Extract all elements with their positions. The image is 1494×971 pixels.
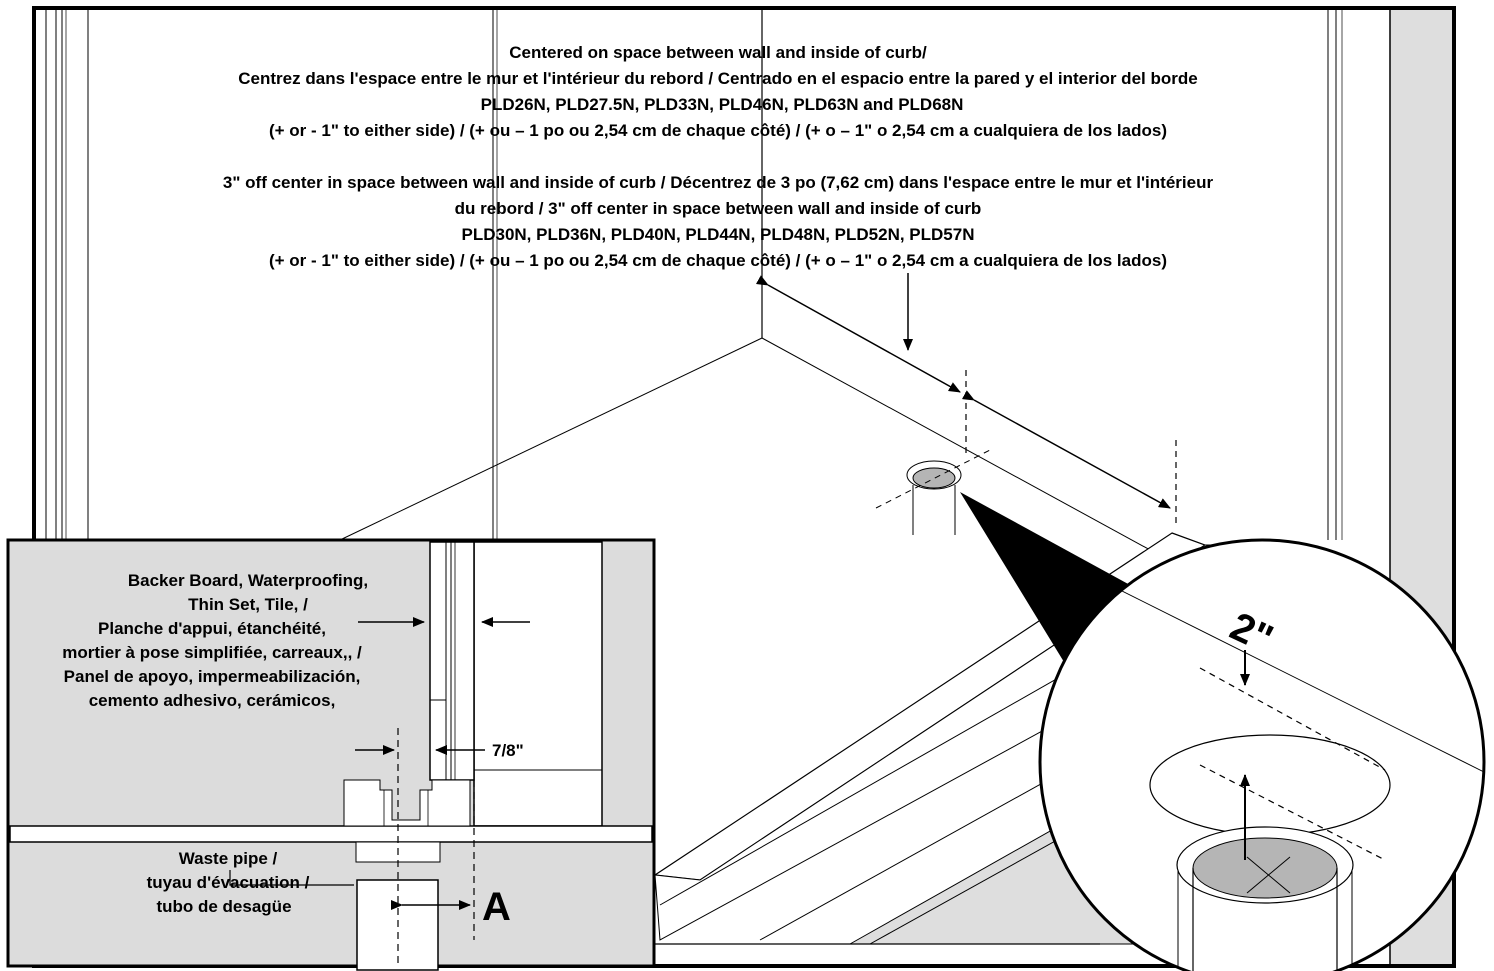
offcenter-tolerance: (+ or - 1" to either side) / (+ ou – 1 p… xyxy=(269,251,1167,270)
waste-pipe-label-line-3: tubo de desagüe xyxy=(156,897,291,916)
magnified-detail: 2" xyxy=(1038,538,1486,971)
dimension-7-8-label: 7/8" xyxy=(492,741,524,760)
backer-label-line-4: mortier à pose simplifiée, carreaux,, / xyxy=(62,643,362,662)
cross-section-inset: Backer Board, Waterproofing, Thin Set, T… xyxy=(6,538,656,971)
backer-label-line-5: Panel de apoyo, impermeabilización, xyxy=(64,667,361,686)
backer-label-line-1: Backer Board, Waterproofing, xyxy=(128,571,368,590)
waste-pipe-label-line-1: Waste pipe / xyxy=(179,849,278,868)
centered-translation: Centrez dans l'espace entre le mur et l'… xyxy=(238,69,1197,88)
placement-instructions: Centered on space between wall and insid… xyxy=(223,43,1214,270)
backer-label-line-6: cemento adhesivo, cerámicos, xyxy=(89,691,336,710)
marker-a-label: A xyxy=(482,885,511,929)
centered-heading: Centered on space between wall and insid… xyxy=(509,43,927,62)
centered-tolerance: (+ or - 1" to either side) / (+ ou – 1 p… xyxy=(269,121,1167,140)
backer-label-line-3: Planche d'appui, étanchéité, xyxy=(98,619,326,638)
offcenter-model-list: PLD30N, PLD36N, PLD40N, PLD44N, PLD48N, … xyxy=(462,225,975,244)
centered-model-list: PLD26N, PLD27.5N, PLD33N, PLD46N, PLD63N… xyxy=(481,95,964,114)
waste-pipe-label-line-2: tuyau d'évacuation / xyxy=(147,873,310,892)
offcenter-translation: du rebord / 3" off center in space betwe… xyxy=(455,199,982,218)
offcenter-heading: 3" off center in space between wall and … xyxy=(223,173,1214,192)
backer-label-line-2: Thin Set, Tile, / xyxy=(188,595,308,614)
centering-dimension-arrows xyxy=(755,273,1177,525)
